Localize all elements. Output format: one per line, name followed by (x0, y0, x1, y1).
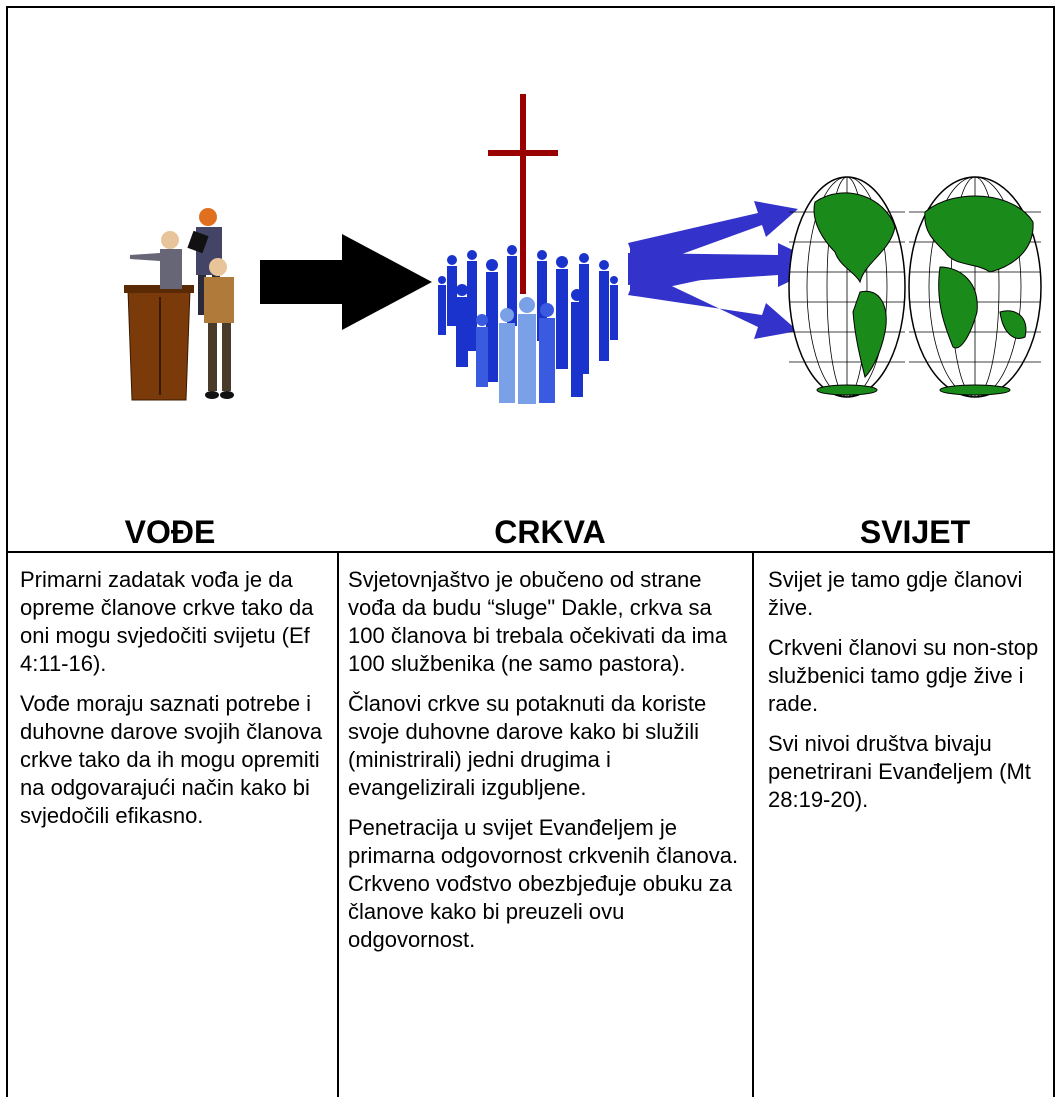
leaders-paragraph: Primarni zadatak vođa je da opreme člano… (20, 567, 314, 676)
arrow-leaders-to-church-icon (260, 234, 432, 330)
world-paragraph: Crkveni članovi su non-stop službenici t… (768, 635, 1039, 716)
header-divider (6, 551, 1055, 553)
left-border (6, 551, 8, 1097)
illustration-panel (6, 6, 1055, 552)
world-paragraph: Svijet je tamo gdje članovi žive. (768, 567, 1023, 620)
heading-leaders: VOĐE (124, 514, 216, 550)
church-crowd-icon (438, 94, 618, 404)
column-leaders: Primarni zadatak vođa je da opreme člano… (20, 566, 325, 842)
church-paragraph: Penetracija u svijet Evanđeljem je prima… (348, 815, 739, 952)
church-paragraph: Svjetovnjaštvo je obučeno od strane vođa… (348, 567, 728, 676)
leaders-paragraph: Vođe moraju saznati potrebe i duhovne da… (20, 691, 323, 828)
church-paragraph: Članovi crkve su potaknuti da koriste sv… (348, 691, 707, 800)
arrows-church-to-world-icon (628, 201, 824, 339)
column-world: Svijet je tamo gdje članovi žive. Crkven… (768, 566, 1048, 826)
world-globe-icon (788, 176, 1042, 398)
world-paragraph: Svi nivoi društva bivaju penetrirani Eva… (768, 731, 1031, 812)
leaders-illustration-icon (124, 208, 234, 401)
column-divider-1 (337, 551, 339, 1097)
column-church: Svjetovnjaštvo je obučeno od strane vođa… (348, 566, 743, 966)
column-divider-2 (752, 551, 754, 1097)
heading-world: SVIJET (859, 514, 971, 550)
right-border (1053, 551, 1055, 1097)
heading-church: CRKVA (494, 514, 606, 550)
